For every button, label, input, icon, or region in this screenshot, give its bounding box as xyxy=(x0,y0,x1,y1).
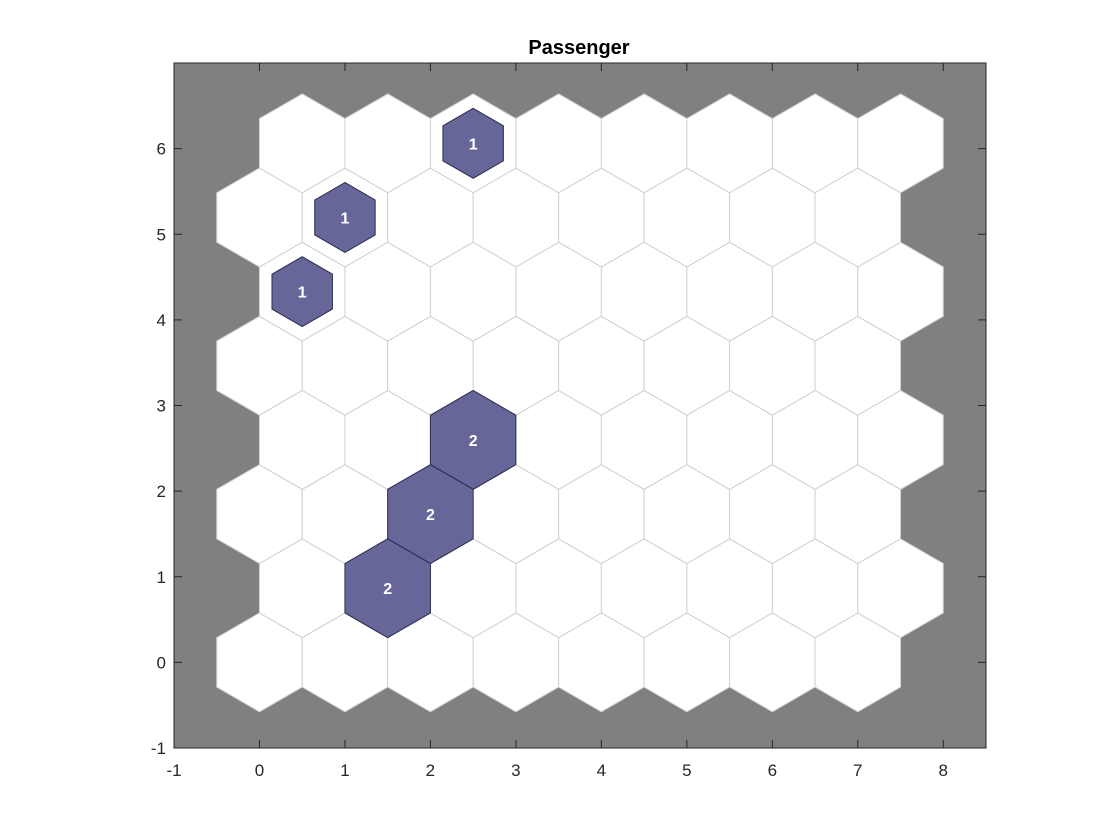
hit-count-label: 2 xyxy=(383,581,392,598)
hit-hexagon xyxy=(271,256,333,328)
chart-title: Passenger xyxy=(528,37,629,59)
axis-ticks: -1 0 1 2 3 4 5 6 7 8 -1 0 1 2 3 4 5 6 xyxy=(151,63,986,780)
y-tick-label: 2 xyxy=(157,482,166,501)
x-tick-label: -1 xyxy=(166,761,181,780)
hit-hexagon xyxy=(442,107,504,179)
x-tick-label: 7 xyxy=(853,761,862,780)
y-tick-label: 0 xyxy=(157,653,166,672)
hit-hexagon xyxy=(344,538,431,639)
hit-count-label: 2 xyxy=(426,507,435,524)
x-tick-label: 1 xyxy=(340,761,349,780)
y-tick-label: 5 xyxy=(157,225,166,244)
hit-hexagon xyxy=(314,181,376,253)
hit-count-label: 1 xyxy=(298,285,307,302)
hit-markers: 1 1 1 2 2 2 xyxy=(271,107,517,639)
x-tick-label: 4 xyxy=(597,761,606,780)
x-tick-label: 5 xyxy=(682,761,691,780)
x-tick-label: 0 xyxy=(255,761,264,780)
hit-count-label: 1 xyxy=(340,210,349,227)
x-tick-label: 8 xyxy=(939,761,948,780)
neuron-hexagon xyxy=(857,93,944,194)
x-tick-label: 2 xyxy=(426,761,435,780)
neuron-grid xyxy=(216,93,944,713)
hit-count-label: 2 xyxy=(469,433,478,450)
x-tick-label: 3 xyxy=(511,761,520,780)
y-tick-label: 4 xyxy=(157,311,166,330)
y-tick-label: 1 xyxy=(157,568,166,587)
y-tick-label: 3 xyxy=(157,397,166,416)
hit-count-label: 1 xyxy=(469,136,478,153)
y-tick-label: -1 xyxy=(151,739,166,758)
x-tick-label: 6 xyxy=(768,761,777,780)
y-tick-label: 6 xyxy=(157,140,166,159)
